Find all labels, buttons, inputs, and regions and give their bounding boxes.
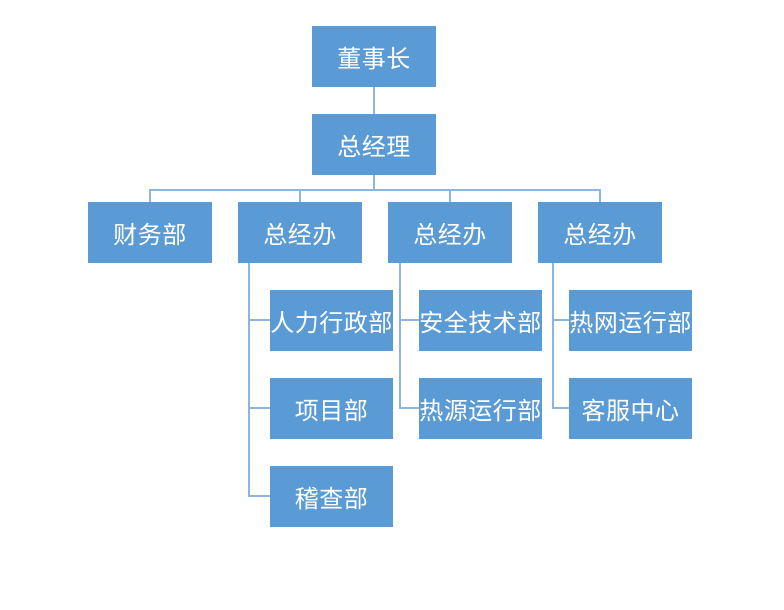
org-node-finance-dept[interactable]: 财务部 bbox=[88, 202, 212, 263]
org-node-heat-network-ops-dept[interactable]: 热网运行部 bbox=[569, 290, 692, 351]
connector-stub-heat-source bbox=[399, 407, 419, 409]
connector-trunk-office2 bbox=[399, 263, 401, 409]
org-node-project-dept[interactable]: 项目部 bbox=[270, 378, 393, 439]
org-node-gm-office-3[interactable]: 总经办 bbox=[538, 202, 662, 263]
org-node-customer-service-center[interactable]: 客服中心 bbox=[569, 378, 692, 439]
connector-drop-finance bbox=[149, 189, 151, 202]
connector-drop-office1 bbox=[299, 189, 301, 202]
org-node-general-manager[interactable]: 总经理 bbox=[312, 114, 436, 175]
org-node-audit-dept[interactable]: 稽查部 bbox=[270, 466, 393, 527]
org-node-gm-office-1[interactable]: 总经办 bbox=[238, 202, 362, 263]
org-node-hr-admin-dept[interactable]: 人力行政部 bbox=[270, 290, 393, 351]
connector-drop-office3 bbox=[599, 189, 601, 202]
org-node-chairman[interactable]: 董事长 bbox=[312, 26, 436, 87]
org-node-gm-office-2[interactable]: 总经办 bbox=[388, 202, 512, 263]
connector-stub-safety-tech bbox=[399, 319, 419, 321]
connector-stub-project bbox=[248, 407, 270, 409]
connector-level3-bus bbox=[149, 189, 601, 191]
connector-drop-office2 bbox=[449, 189, 451, 202]
connector-trunk-office1 bbox=[248, 263, 250, 497]
connector-stub-customer-service bbox=[552, 407, 569, 409]
connector-stub-audit bbox=[248, 495, 270, 497]
connector-trunk-office3 bbox=[552, 263, 554, 409]
org-node-heat-source-ops-dept[interactable]: 热源运行部 bbox=[419, 378, 542, 439]
connector-gm-bus bbox=[373, 175, 375, 189]
connector-chairman-gm bbox=[373, 87, 375, 114]
connector-stub-hr-admin bbox=[248, 319, 270, 321]
org-node-safety-tech-dept[interactable]: 安全技术部 bbox=[419, 290, 542, 351]
connector-stub-heat-network bbox=[552, 319, 569, 321]
